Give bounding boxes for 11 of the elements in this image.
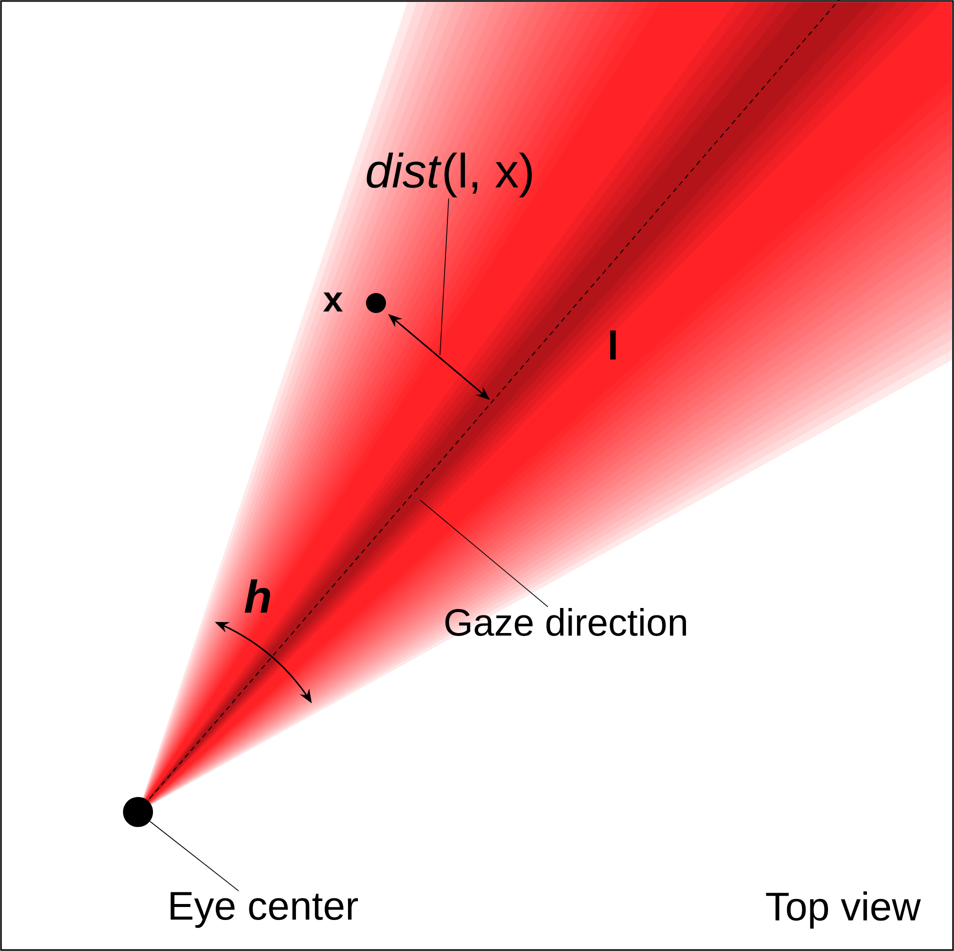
leader-line bbox=[150, 820, 240, 892]
eye-dot bbox=[123, 797, 153, 827]
view-label: Top view bbox=[766, 891, 921, 929]
angle-label: h bbox=[244, 579, 270, 613]
formula-label: dist(l, x) bbox=[366, 152, 532, 198]
line-label: l bbox=[610, 330, 616, 360]
leader-line bbox=[440, 198, 450, 356]
callout-text: Gaze direction bbox=[445, 608, 686, 636]
leader-line bbox=[420, 500, 548, 608]
callout-text: Eye center bbox=[170, 892, 358, 928]
point-label: x bbox=[323, 292, 343, 312]
